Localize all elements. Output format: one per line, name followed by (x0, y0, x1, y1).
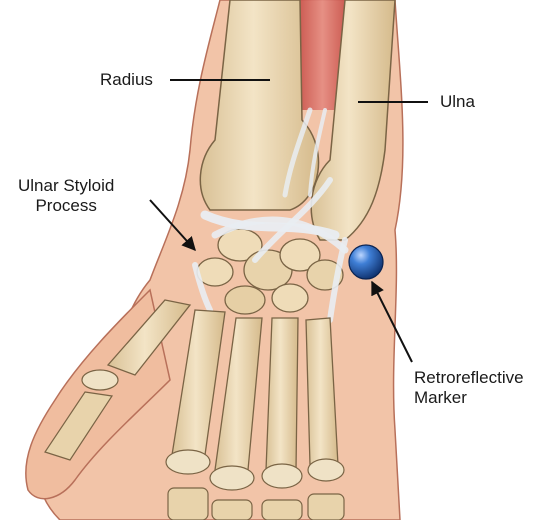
label-ulnar-styloid-line1: Ulnar Styloid (18, 176, 114, 196)
label-marker-line2: Marker (414, 388, 524, 408)
label-radius-text: Radius (100, 70, 153, 90)
label-marker-line1: Retroreflective (414, 368, 524, 388)
label-retroreflective-marker: Retroreflective Marker (414, 368, 524, 408)
label-ulnar-styloid-line2: Process (18, 196, 114, 216)
label-ulna: Ulna (440, 92, 475, 112)
label-radius: Radius (100, 70, 153, 90)
retroreflective-marker (349, 245, 383, 279)
label-ulna-text: Ulna (440, 92, 475, 112)
label-ulnar-styloid-process: Ulnar Styloid Process (18, 176, 114, 216)
